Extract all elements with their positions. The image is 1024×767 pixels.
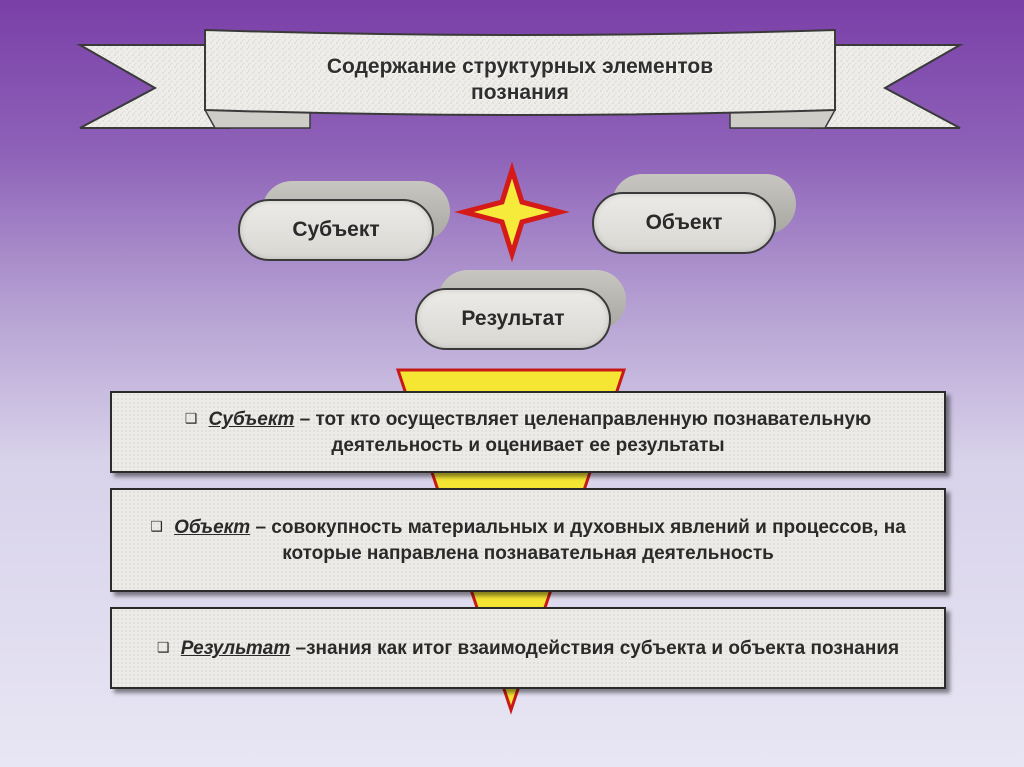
definition-term: Объект (174, 517, 251, 538)
definition-text: – совокупность материальных и духовных я… (250, 517, 906, 564)
subject-pill-label: Субъект (292, 218, 380, 241)
checkbox-bullet-icon: ❑ (156, 639, 170, 655)
result-pill: Результат (415, 288, 611, 350)
checkbox-bullet-icon: ❑ (184, 410, 198, 426)
object-pill-label: Объект (645, 211, 723, 234)
banner-title-line1: Содержание структурных элементов (326, 55, 714, 78)
ribbon-body (204, 28, 836, 116)
checkbox-bullet-icon: ❑ (150, 518, 163, 534)
definition-subject: ❑ Субъект – тот кто осуществляет целенап… (110, 391, 946, 473)
object-pill: Объект (592, 192, 776, 254)
star-shape (454, 161, 570, 263)
definition-object: ❑ Объект – совокупность материальных и д… (110, 488, 946, 592)
definition-term: Результат (180, 638, 291, 659)
banner-title-line2: познания (471, 81, 569, 104)
subject-pill: Субъект (238, 199, 434, 261)
definition-text: – тот кто осуществляет целенаправленную … (294, 409, 872, 456)
definition-text: –знания как итог взаимодействия субъекта… (290, 638, 900, 659)
definition-term: Субъект (208, 409, 295, 430)
banner-title: Содержание структурных элементов познани… (210, 40, 830, 120)
definition-result: ❑ Результат –знания как итог взаимодейст… (110, 607, 946, 689)
result-pill-label: Результат (461, 307, 565, 330)
